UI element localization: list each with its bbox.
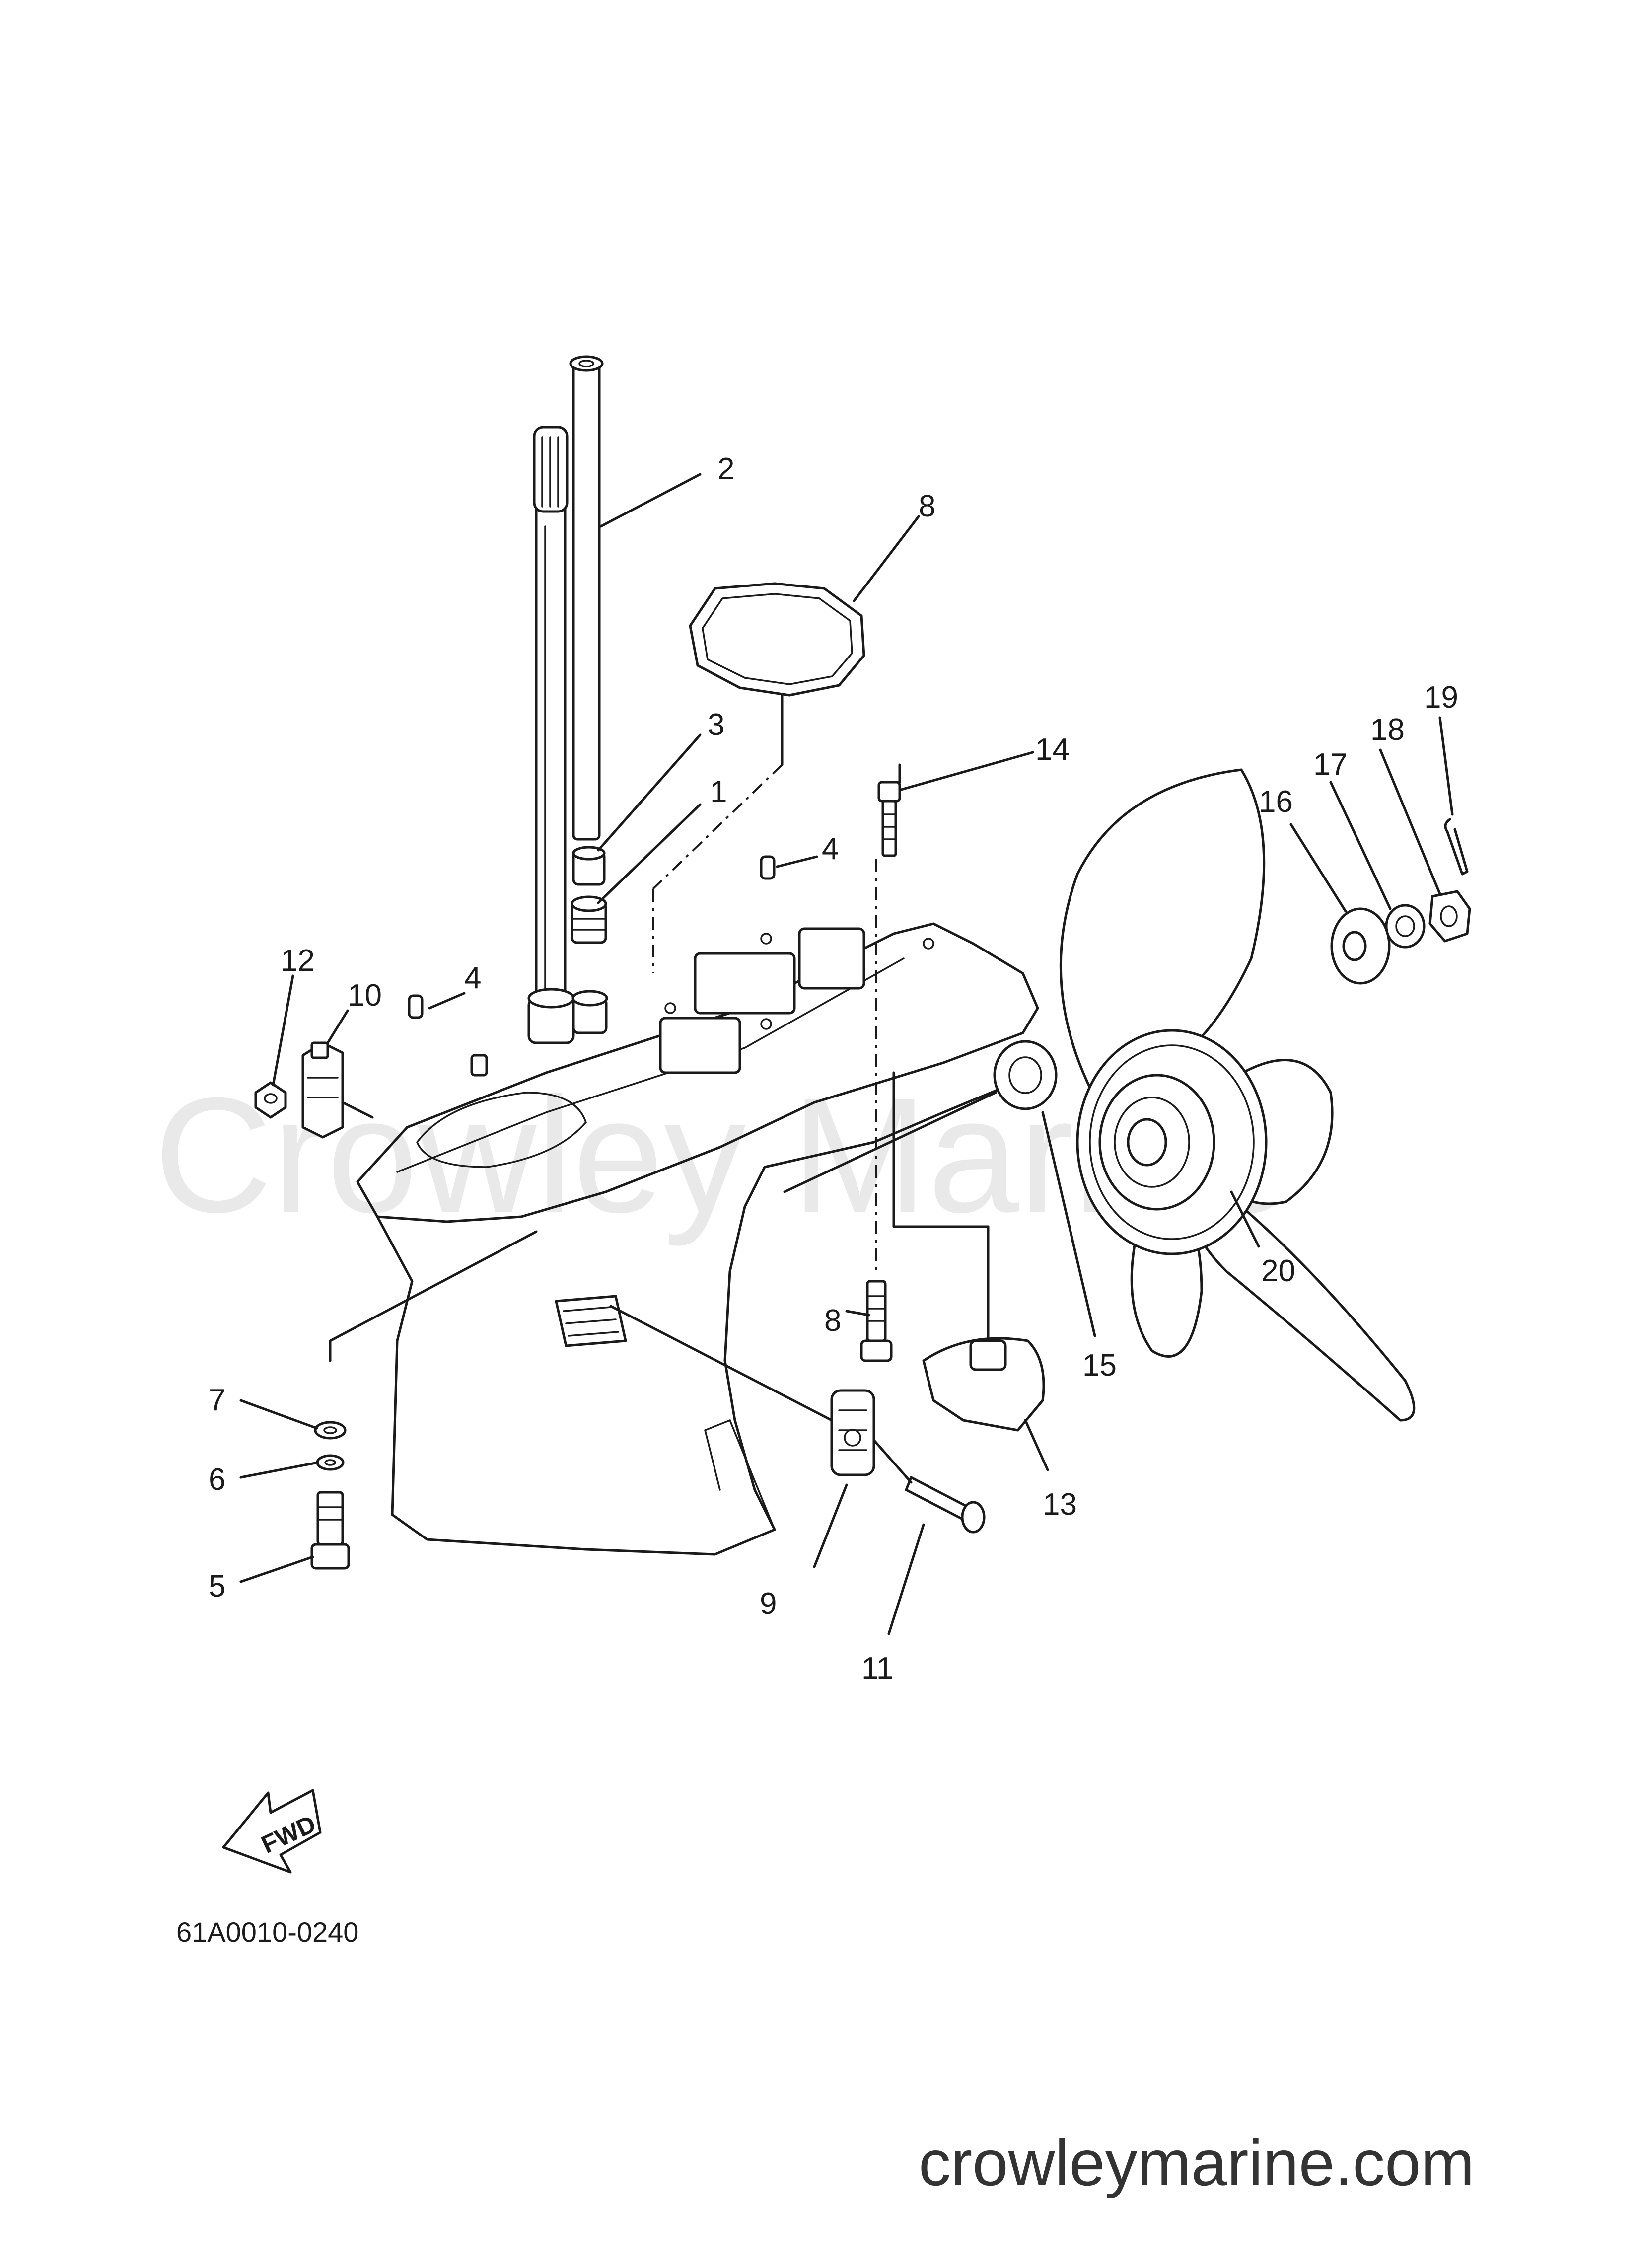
callout-15: 14 <box>1035 732 1070 767</box>
castle-nut-19 <box>1428 890 1471 943</box>
callout-7: 7 <box>209 1383 225 1417</box>
water-tube <box>569 355 604 841</box>
forward-arrow: FWD <box>222 1789 322 1874</box>
diagram-code: 61A0010-0240 <box>176 1916 358 1948</box>
bolt-8 <box>860 1280 893 1362</box>
leader-lines <box>239 473 1454 1635</box>
lock-washer-6 <box>316 1454 345 1471</box>
callout-4b: 4 <box>464 961 481 995</box>
spacer-18 <box>1385 904 1426 949</box>
dowel-pin <box>408 994 424 1019</box>
propeller <box>1059 768 1416 1422</box>
callout-17: 16 <box>1259 785 1293 819</box>
washer-7 <box>314 1421 347 1440</box>
callout-14: 13 <box>1043 1487 1077 1522</box>
callout-19: 18 <box>1370 713 1405 747</box>
lock-washer-6-hole <box>324 1459 336 1466</box>
bolt-15 <box>877 781 901 857</box>
callout-18: 17 <box>1313 747 1348 782</box>
callout-16: 15 <box>1082 1348 1117 1383</box>
thrust-washer-17 <box>1330 907 1391 985</box>
lower-casing <box>329 922 1039 1556</box>
drive-shaft <box>533 426 569 1015</box>
callout-1: 1 <box>710 775 727 809</box>
grommet <box>572 846 606 886</box>
axis-line <box>652 764 783 890</box>
callout-11: 10 <box>348 978 382 1013</box>
dowel-pin <box>760 855 776 880</box>
bolt-5 <box>310 1491 350 1570</box>
screw-12 <box>872 1439 986 1534</box>
anode-11 <box>301 1041 374 1139</box>
callout-3: 3 <box>708 708 724 742</box>
water-seal <box>571 895 607 944</box>
callout-12: 11 <box>861 1651 893 1685</box>
cotter-pin-20 <box>1444 818 1469 876</box>
callout-9: 8 <box>919 489 935 523</box>
callout-8: 8 <box>824 1304 841 1338</box>
washer-7-hole <box>323 1426 337 1434</box>
callout-5: 5 <box>209 1569 225 1604</box>
callout-2: 2 <box>717 452 734 486</box>
gasket <box>689 582 865 766</box>
anode-14 <box>892 1071 1045 1432</box>
anode-10 <box>609 1305 875 1476</box>
nut-13 <box>254 1081 287 1119</box>
callout-20: 19 <box>1424 680 1458 715</box>
callout-6: 6 <box>209 1463 225 1497</box>
website-url: crowleymarine.com <box>919 2126 1475 2199</box>
callout-21: 20 <box>1261 1254 1295 1288</box>
callout-4a: 4 <box>822 832 839 866</box>
callout-13: 12 <box>281 944 315 978</box>
callout-10: 9 <box>760 1587 777 1621</box>
spacer-16 <box>783 1040 1058 1193</box>
